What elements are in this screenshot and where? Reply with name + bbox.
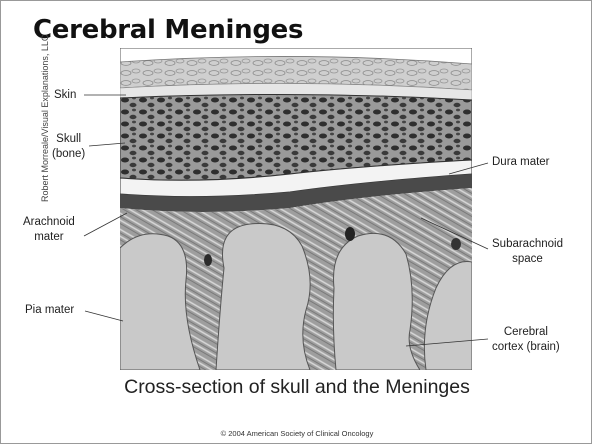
copyright-notice: © 2004 American Society of Clinical Onco… bbox=[1, 429, 592, 438]
label-skull: Skull(bone) bbox=[52, 132, 85, 162]
label-skin: Skin bbox=[54, 88, 76, 103]
label-dura-mater: Dura mater bbox=[492, 155, 550, 170]
label-pia-mater: Pia mater bbox=[25, 303, 74, 318]
figure-caption: Cross-section of skull and the Meninges bbox=[1, 376, 592, 399]
